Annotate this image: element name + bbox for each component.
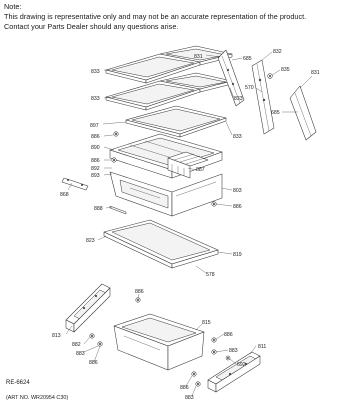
callout-570: 570: [245, 85, 254, 91]
rail-bracket-811[interactable]: [207, 351, 261, 393]
screw-886-b[interactable]: [111, 157, 117, 163]
rail-832[interactable]: [251, 59, 275, 135]
callout-833-middle: 833: [91, 96, 100, 102]
screw-883-a[interactable]: [97, 341, 103, 347]
callout-886-c: 886: [233, 204, 242, 210]
callout-886-a: 886: [91, 134, 100, 140]
drawer-815[interactable]: [113, 313, 205, 371]
callout-578: 578: [206, 272, 215, 278]
callout-886-b: 886: [91, 158, 100, 164]
callout-893: 893: [91, 173, 100, 179]
crisper-cover[interactable]: [103, 219, 219, 269]
drawer-frame[interactable]: [109, 133, 223, 179]
screw-886-c[interactable]: [211, 201, 217, 207]
callout-886-g: 886: [180, 385, 189, 391]
screw-886-e[interactable]: [211, 337, 217, 343]
callout-831: 831: [194, 54, 203, 60]
callout-833-top: 833: [91, 69, 100, 75]
callout-811: 811: [258, 344, 266, 350]
screw-883-b[interactable]: [211, 349, 217, 355]
callout-815: 815: [202, 320, 211, 326]
screw-835[interactable]: [267, 73, 273, 79]
callout-883-b: 883: [229, 348, 238, 354]
screw-882[interactable]: [89, 333, 95, 339]
callout-835: 835: [281, 67, 290, 73]
callout-813: 813: [52, 333, 61, 339]
callout-831-right: 831: [311, 70, 320, 76]
callout-886-e: 886: [89, 360, 98, 366]
crisper-drawer[interactable]: [109, 171, 223, 217]
screw-886-d[interactable]: [135, 297, 141, 303]
callout-890: 890: [91, 145, 100, 151]
callout-888: 888: [94, 206, 103, 212]
diagram-reference: RE-6624: [6, 380, 30, 386]
callout-823: 823: [86, 238, 95, 244]
rail-831-left[interactable]: [217, 49, 245, 107]
callout-886-f: 886: [224, 332, 233, 338]
shelf-top[interactable]: [105, 53, 201, 84]
crisper-slide[interactable]: [109, 205, 127, 215]
callout-883-c: 883: [185, 395, 194, 401]
callout-685: 685: [243, 56, 252, 62]
disclaimer-note: Note: This drawing is representative onl…: [4, 2, 306, 32]
note-line-2: Contact your Parts Dealer should any que…: [4, 22, 179, 31]
rail-bracket-813[interactable]: [65, 283, 111, 333]
shelf-middle-right[interactable]: [159, 72, 233, 93]
callout-892: 892: [91, 166, 100, 172]
callout-897: 897: [90, 123, 99, 129]
callout-692: 692: [237, 362, 246, 368]
leader-lines: [65, 51, 313, 397]
callout-887: 887: [196, 167, 205, 173]
callout-819: 819: [233, 252, 242, 258]
callout-883-a: 883: [76, 351, 85, 357]
callout-685-right: 685: [271, 110, 280, 116]
screw-883-c[interactable]: [195, 381, 201, 387]
note-line-1: This drawing is representative only and …: [4, 12, 307, 21]
bracket-868[interactable]: [61, 177, 89, 191]
screw-692[interactable]: [225, 355, 231, 361]
shelf-lower[interactable]: [125, 105, 227, 138]
art-number: (ART NO. WR20954 C30): [6, 395, 69, 401]
note-heading: Note:: [4, 2, 22, 11]
callout-833-right: 833: [234, 96, 243, 102]
callout-833-lower: 833: [233, 134, 242, 140]
callout-886-d: 886: [135, 289, 144, 295]
callout-labels: 831 685 832 835 831 570 685 833 833 833 …: [52, 49, 320, 401]
screw-886-f[interactable]: [191, 371, 197, 377]
callout-868: 868: [60, 192, 69, 198]
screw-886-a[interactable]: [113, 131, 119, 137]
divider-grid[interactable]: [167, 151, 209, 179]
callout-882: 882: [72, 342, 81, 348]
rail-831-right[interactable]: [289, 85, 317, 141]
callout-832: 832: [273, 49, 282, 55]
callout-803: 803: [233, 188, 242, 194]
